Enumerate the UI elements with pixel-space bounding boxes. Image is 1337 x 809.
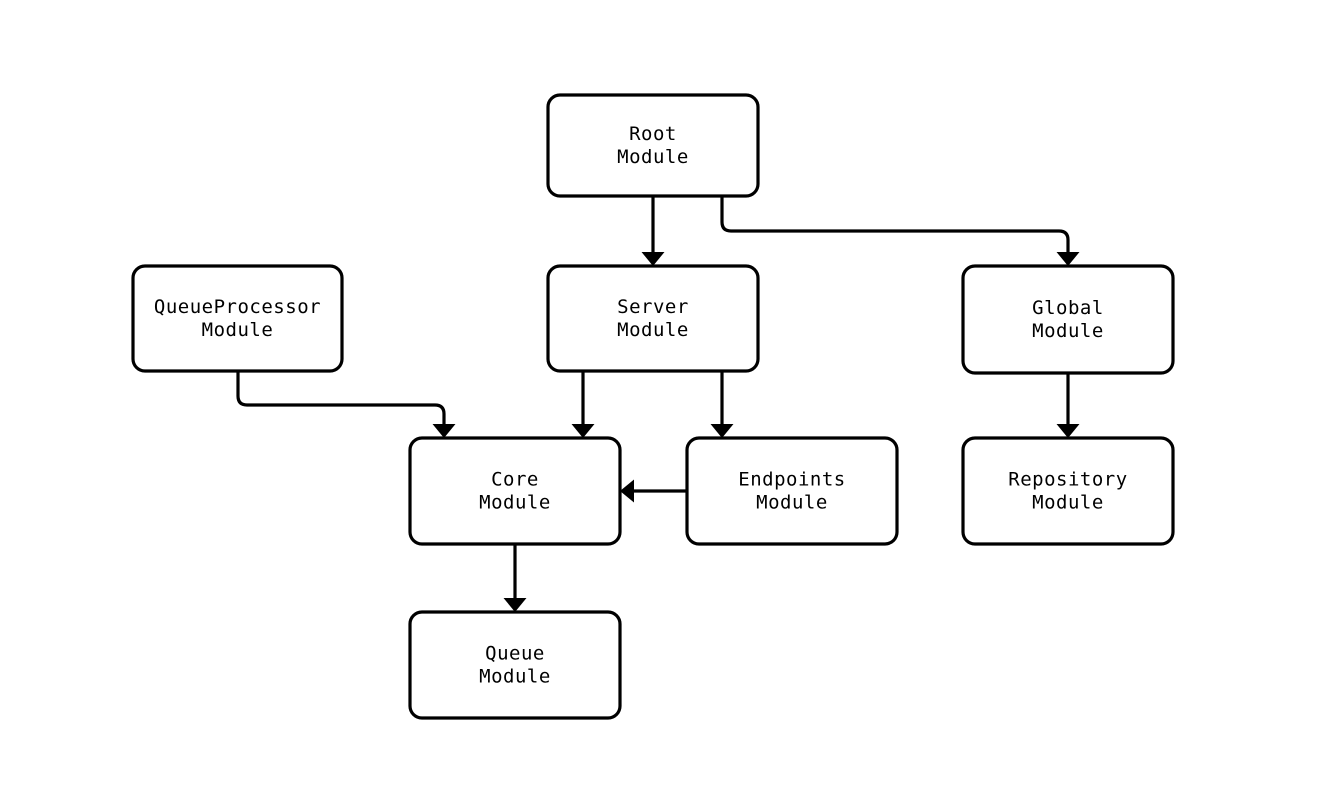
arrowhead-left-icon bbox=[620, 479, 634, 503]
edge-layer bbox=[236, 196, 1080, 612]
node-box[interactable] bbox=[685, 436, 899, 546]
arrowhead-down-icon bbox=[503, 598, 527, 612]
node-label-line2: Module bbox=[617, 319, 689, 341]
node-box[interactable] bbox=[408, 436, 622, 546]
node-label-line2: Module bbox=[1032, 492, 1104, 514]
arrowhead-down-icon bbox=[641, 252, 665, 266]
node-label-line1: Root bbox=[629, 123, 677, 145]
node-label-line1: Global bbox=[1032, 297, 1104, 319]
node-box[interactable] bbox=[131, 264, 344, 373]
node-label-line2: Module bbox=[1032, 320, 1104, 342]
arrowhead-down-icon bbox=[1056, 252, 1080, 266]
node-label-line1: Core bbox=[491, 469, 539, 491]
node-label-line1: Repository bbox=[1008, 469, 1127, 491]
node-layer: RootModuleQueueProcessorModuleServerModu… bbox=[131, 93, 1175, 720]
node-box[interactable] bbox=[546, 93, 760, 198]
arrowhead-down-icon bbox=[1056, 424, 1080, 438]
node-label-line1: Server bbox=[617, 296, 689, 318]
edge-global-to-repository bbox=[1056, 373, 1080, 438]
arrowhead-down-icon bbox=[710, 424, 734, 438]
node-box[interactable] bbox=[961, 264, 1175, 375]
node-box[interactable] bbox=[961, 436, 1175, 546]
node-label-line2: Module bbox=[479, 666, 551, 688]
edge-server-to-endpoints bbox=[710, 371, 734, 438]
edge-line bbox=[720, 196, 1070, 252]
node-box[interactable] bbox=[546, 264, 760, 373]
arrowhead-down-icon bbox=[432, 424, 456, 438]
edge-line bbox=[236, 371, 446, 424]
node-label-line2: Module bbox=[202, 319, 274, 341]
edge-endpoints-to-core bbox=[620, 479, 687, 503]
node-label-line2: Module bbox=[756, 492, 828, 514]
edge-server-to-core bbox=[571, 371, 595, 438]
node-label-line2: Module bbox=[617, 146, 689, 168]
node-label-line1: Queue bbox=[485, 643, 545, 665]
edge-root-to-server bbox=[641, 196, 665, 266]
node-box[interactable] bbox=[408, 610, 622, 720]
node-label-line1: Endpoints bbox=[738, 469, 845, 491]
node-label-line1: QueueProcessor bbox=[154, 296, 321, 318]
edge-core-to-queue bbox=[503, 544, 527, 612]
arrowhead-down-icon bbox=[571, 424, 595, 438]
edge-root-to-global bbox=[720, 196, 1080, 266]
edge-queueprocessor-to-core bbox=[236, 371, 456, 438]
node-label-line2: Module bbox=[479, 492, 551, 514]
